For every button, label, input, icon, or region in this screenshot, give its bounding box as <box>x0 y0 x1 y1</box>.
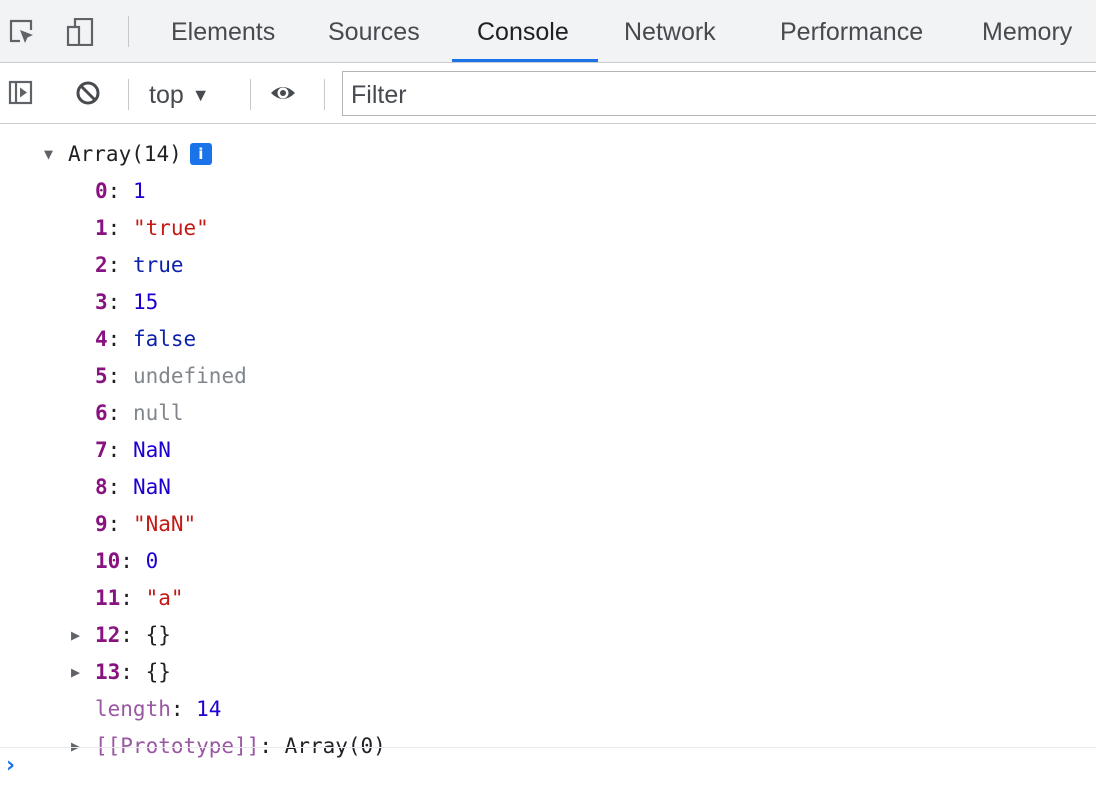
array-item[interactable]: 5: undefined <box>95 364 247 388</box>
item-key: 5 <box>95 364 108 388</box>
sidebar-toggle-icon[interactable] <box>7 79 35 107</box>
item-key: 11 <box>95 586 121 610</box>
item-value: true <box>132 253 184 277</box>
device-toolbar-icon[interactable] <box>66 18 94 46</box>
item-key: 4 <box>95 327 108 351</box>
item-key: 12 <box>95 623 121 647</box>
active-tab-indicator <box>452 59 598 62</box>
item-value: 0 <box>145 549 159 573</box>
item-value: undefined <box>132 364 247 388</box>
array-length: length: 14 <box>95 697 222 721</box>
array-item[interactable]: 11: "a" <box>95 586 184 610</box>
context-selector[interactable]: top ▼ <box>149 63 210 123</box>
length-value: 14 <box>196 697 222 721</box>
item-key: 7 <box>95 438 108 462</box>
length-key: length <box>95 697 171 721</box>
item-value: 15 <box>132 290 159 314</box>
array-item[interactable]: 3: 15 <box>95 290 159 314</box>
toolbar-divider <box>250 79 251 110</box>
item-value: "true" <box>132 216 209 240</box>
tab-network[interactable]: Network <box>624 18 716 46</box>
item-key: 3 <box>95 290 108 314</box>
eye-icon[interactable] <box>269 79 297 107</box>
expand-caret-icon[interactable]: ▶ <box>71 626 81 644</box>
item-value: "a" <box>145 586 184 610</box>
tab-performance[interactable]: Performance <box>780 18 924 46</box>
item-value: {} <box>145 660 171 684</box>
array-item[interactable]: 7: NaN <box>95 438 171 462</box>
expand-caret-icon[interactable]: ▼ <box>44 145 54 163</box>
tab-elements[interactable]: Elements <box>171 18 276 46</box>
item-key: 2 <box>95 253 108 277</box>
prototype-value: Array(0) <box>284 734 386 758</box>
console-output: ▼ Array(14) i 0: 1 1: "true" 2: true 3: 15… <box>0 124 1096 812</box>
filter-input[interactable] <box>342 71 1096 116</box>
item-key: 6 <box>95 401 108 425</box>
array-item[interactable]: 4: false <box>95 327 197 351</box>
array-item[interactable]: 9: "NaN" <box>95 512 197 536</box>
toolbar-divider <box>128 79 129 110</box>
toolbar-divider <box>324 79 325 110</box>
expand-caret-icon[interactable]: ▶ <box>71 737 81 755</box>
item-key: 0 <box>95 179 108 203</box>
item-key: 8 <box>95 475 108 499</box>
prototype-key: [[Prototype]] <box>95 734 260 758</box>
devtools-tab-bar: Elements Sources Console Network Perform… <box>0 0 1096 63</box>
item-value: "NaN" <box>132 512 197 536</box>
console-toolbar: top ▼ Filter <box>0 63 1096 124</box>
item-key: 9 <box>95 512 108 536</box>
array-prototype[interactable]: ▶[[Prototype]]: Array(0) <box>71 728 386 765</box>
array-item-expandable[interactable]: ▶13: {} <box>71 654 171 691</box>
filter-placeholder: Filter <box>351 81 407 109</box>
array-item[interactable]: 0: 1 <box>95 179 146 203</box>
item-value: false <box>132 327 197 351</box>
item-value: NaN <box>132 438 171 462</box>
tab-console[interactable]: Console <box>477 18 569 46</box>
array-item[interactable]: 8: NaN <box>95 475 171 499</box>
expand-caret-icon[interactable]: ▶ <box>71 663 81 681</box>
context-selector-label: top <box>149 81 184 109</box>
item-key: 13 <box>95 660 121 684</box>
item-key: 10 <box>95 549 121 573</box>
item-value: NaN <box>132 475 171 499</box>
toolbar-divider <box>128 16 129 47</box>
tab-memory[interactable]: Memory <box>982 18 1073 46</box>
inspect-element-icon[interactable] <box>8 18 36 46</box>
prompt-divider <box>0 747 1096 748</box>
array-item-expandable[interactable]: ▶12: {} <box>71 617 171 654</box>
item-key: 1 <box>95 216 108 240</box>
chevron-down-icon: ▼ <box>191 85 210 105</box>
item-value: 1 <box>132 179 146 203</box>
console-prompt-icon[interactable]: › <box>6 753 16 778</box>
array-item[interactable]: 10: 0 <box>95 549 159 573</box>
item-value: {} <box>145 623 171 647</box>
item-value: null <box>132 401 184 425</box>
array-header[interactable]: ▼ Array(14) i <box>44 136 212 173</box>
clear-console-icon[interactable] <box>74 79 102 107</box>
array-summary: Array(14) <box>68 142 182 166</box>
array-item[interactable]: 6: null <box>95 401 184 425</box>
array-item[interactable]: 1: "true" <box>95 216 209 240</box>
tab-sources[interactable]: Sources <box>328 18 420 46</box>
info-icon[interactable]: i <box>189 143 212 165</box>
array-item[interactable]: 2: true <box>95 253 184 277</box>
